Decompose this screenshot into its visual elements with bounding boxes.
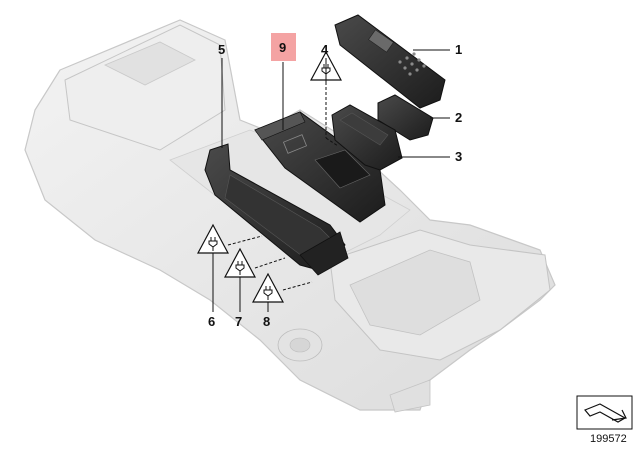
- leader-lines: [212, 49, 450, 312]
- callout-1: 1: [455, 42, 462, 57]
- callout-9-highlight: [271, 33, 296, 61]
- callout-4: 4: [321, 42, 329, 57]
- callout-6: 6: [208, 314, 215, 329]
- reference-number: 199572: [590, 433, 627, 445]
- callout-8: 8: [263, 314, 270, 329]
- callout-5: 5: [218, 42, 225, 57]
- part-1-handset: [334, 14, 446, 109]
- return-arrow-icon: [576, 395, 633, 430]
- part-3-charging-cradle: [331, 104, 403, 171]
- callout-3: 3: [455, 149, 462, 164]
- part-9-module: [254, 111, 386, 223]
- callout-7: 7: [235, 314, 242, 329]
- part-5-cradle: [204, 143, 349, 276]
- callout-2: 2: [455, 110, 462, 125]
- callout-9: 9: [279, 40, 286, 55]
